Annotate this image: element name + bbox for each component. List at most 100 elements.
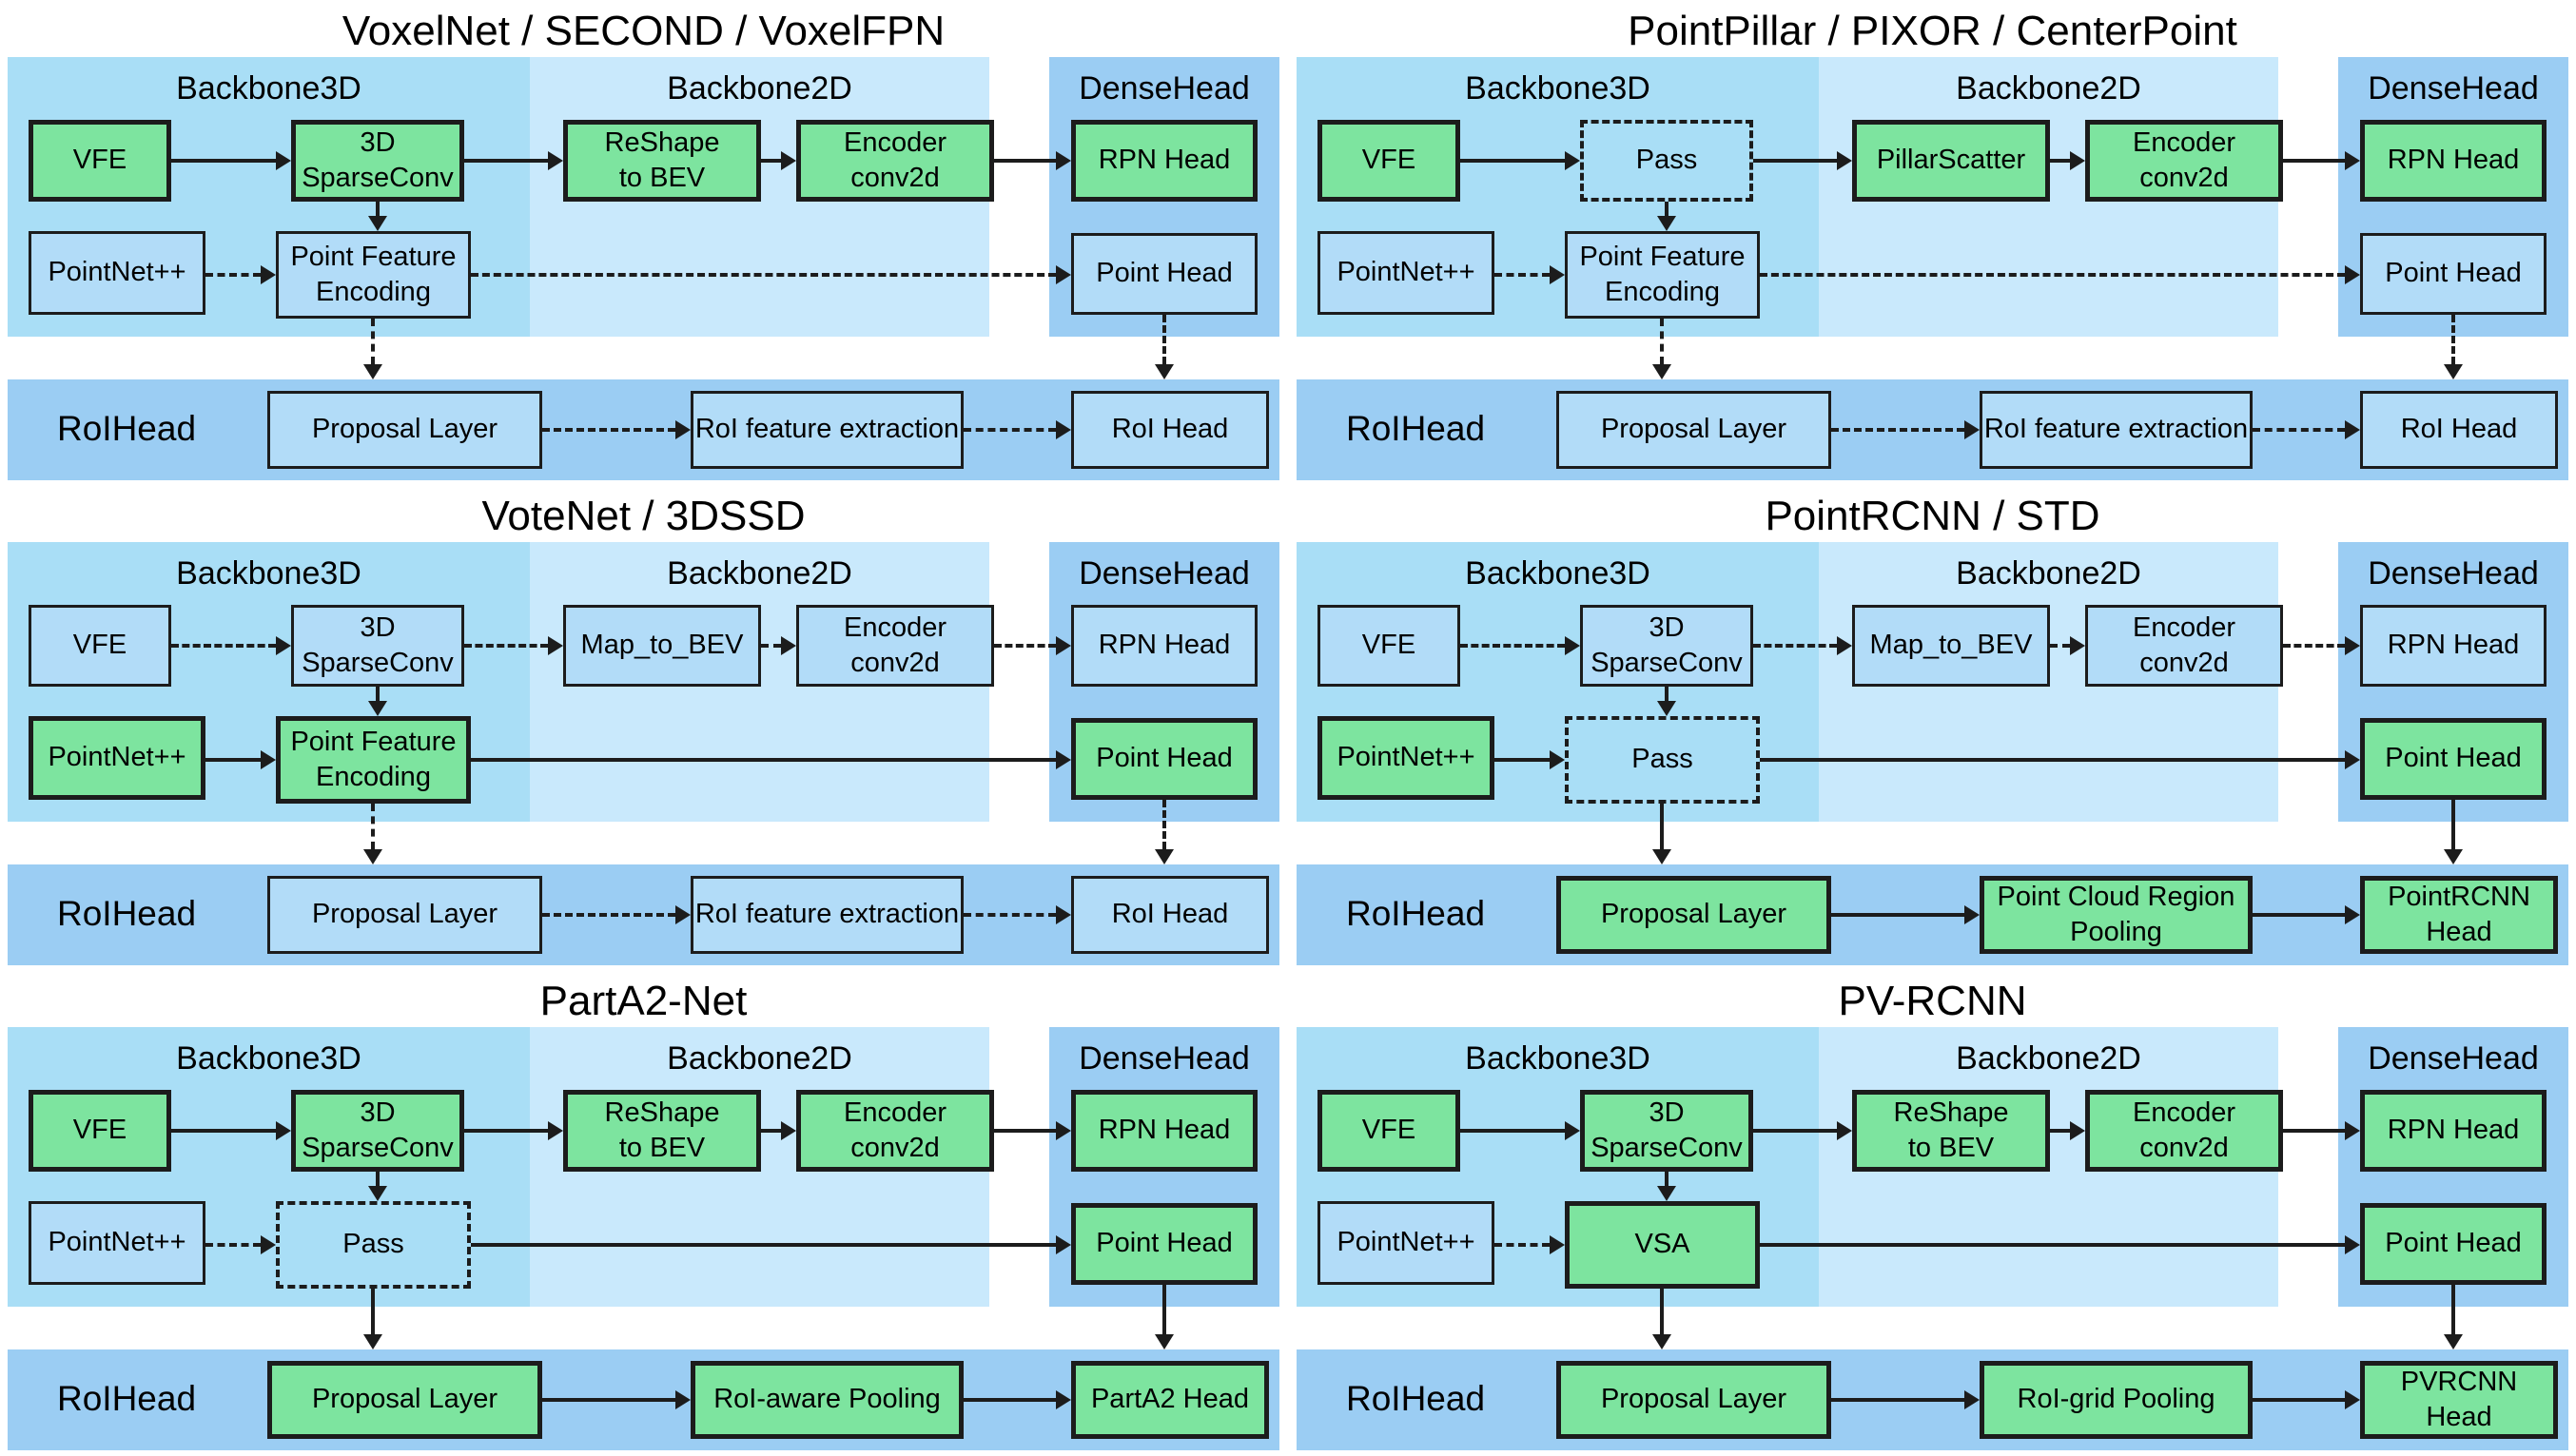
arrow-pfe-down-to-proposal xyxy=(1652,804,1671,864)
arrow-pooling-to-roi-head xyxy=(2253,905,2360,924)
box-rpn-head: RPN Head xyxy=(1071,605,1258,687)
box-encoder-conv2d: Encoder conv2d xyxy=(796,1090,994,1172)
label-roihead: RoIHead xyxy=(1346,409,1486,448)
arrow-encoder-to-rpn xyxy=(994,1121,1071,1140)
label-roihead: RoIHead xyxy=(1346,894,1486,933)
arrow-pfe-down-to-proposal xyxy=(363,804,382,864)
arrow-bev-to-encoder xyxy=(761,151,796,170)
box-vfe: VFE xyxy=(1317,1090,1460,1172)
arrow-pfe-to-point-head xyxy=(471,750,1071,769)
arrow-bev-to-encoder xyxy=(761,1121,796,1140)
arrow-point-head-down-to-roi-head xyxy=(2444,800,2463,864)
arrow-mid3d-down-to-pfe xyxy=(368,202,387,231)
arrow-point-head-down-to-roi-head xyxy=(2444,1285,2463,1349)
label-backbone3d: Backbone3D xyxy=(1465,1040,1650,1077)
arrow-pointnet-to-pfe xyxy=(205,265,276,284)
arrow-pointnet-to-pfe xyxy=(1494,1235,1565,1254)
label-backbone3d: Backbone3D xyxy=(176,1040,361,1077)
arrow-mid3d-down-to-pfe xyxy=(368,687,387,716)
arrow-pooling-to-roi-head xyxy=(964,1390,1071,1409)
box-pillar-scatter: PillarScatter xyxy=(1852,120,2050,202)
arrow-pfe-down-to-proposal xyxy=(363,319,382,379)
box-rpn-head: RPN Head xyxy=(1071,1090,1258,1172)
arrow-encoder-to-rpn xyxy=(2283,636,2360,655)
panel-voxelnet-second-voxelfpn: VoxelNet / SECOND / VoxelFPN Backbone3D … xyxy=(8,6,1279,486)
box-pointnet: PointNet++ xyxy=(29,716,205,800)
roihead-band: RoIHead Proposal Layer RoI-aware Pooling… xyxy=(8,1349,1279,1450)
arrow-proposal-to-pooling xyxy=(1831,905,1980,924)
box-point-feature-encoding: Point Feature Encoding xyxy=(1565,231,1760,319)
label-backbone3d: Backbone3D xyxy=(176,555,361,592)
arrow-proposal-to-pooling xyxy=(542,1390,691,1409)
box-pointnet: PointNet++ xyxy=(29,1201,205,1285)
box-pvrcnn-head: PVRCNN Head xyxy=(2360,1361,2558,1439)
label-densehead: DenseHead xyxy=(2368,70,2539,107)
arrow-vfe-to-mid3d xyxy=(1460,636,1580,655)
arrow-mid3d-down-to-pfe xyxy=(1657,687,1676,716)
label-roihead: RoIHead xyxy=(1346,1379,1486,1418)
box-roi-head: RoI Head xyxy=(2360,391,2558,469)
arrow-mid3d-to-bev xyxy=(1753,1121,1852,1140)
pipeline-block: Backbone3D Backbone2D DenseHead VFE 3D S… xyxy=(1297,1027,2568,1307)
arrow-pointnet-to-pfe xyxy=(205,1235,276,1254)
box-roi-grid-pooling: RoI-grid Pooling xyxy=(1980,1361,2253,1439)
label-backbone2d: Backbone2D xyxy=(667,1040,852,1077)
box-roi-pooling: RoI feature extraction xyxy=(1980,391,2253,469)
label-backbone2d: Backbone2D xyxy=(667,555,852,592)
box-pass: Pass xyxy=(276,1201,471,1289)
box-point-head: Point Head xyxy=(1071,1203,1258,1285)
arrow-encoder-to-rpn xyxy=(2283,1121,2360,1140)
box-point-head: Point Head xyxy=(2360,718,2547,800)
label-densehead: DenseHead xyxy=(1079,70,1250,107)
box-vfe: VFE xyxy=(1317,120,1460,202)
label-roihead: RoIHead xyxy=(57,894,197,933)
arrow-bev-to-encoder xyxy=(2050,1121,2085,1140)
box-proposal-layer: Proposal Layer xyxy=(267,391,542,469)
box-rpn-head: RPN Head xyxy=(1071,120,1258,202)
arrow-vfe-to-mid3d xyxy=(171,151,291,170)
box-to-bev: ReShape to BEV xyxy=(563,1090,761,1172)
arrow-vfe-to-mid3d xyxy=(171,1121,291,1140)
panel-title: PV-RCNN xyxy=(1838,978,2027,1024)
box-encoder-conv2d: Encoder conv2d xyxy=(2085,120,2283,202)
panel-parta2-net: PartA2-Net Backbone3D Backbone2D DenseHe… xyxy=(8,976,1279,1456)
roihead-band: RoIHead Proposal Layer RoI feature extra… xyxy=(8,379,1279,480)
arrow-mid3d-to-bev xyxy=(464,636,563,655)
box-pointnet: PointNet++ xyxy=(1317,1201,1494,1285)
roihead-band: RoIHead Proposal Layer RoI feature extra… xyxy=(1297,379,2568,480)
box-3d-sparseconv: 3D SparseConv xyxy=(291,1090,464,1172)
box-encoder-conv2d: Encoder conv2d xyxy=(796,120,994,202)
box-3d-sparseconv: 3D SparseConv xyxy=(1580,605,1753,687)
arrow-pooling-to-roi-head xyxy=(2253,420,2360,439)
panel-pointrcnn-std: PointRCNN / STD Backbone3D Backbone2D De… xyxy=(1297,491,2568,971)
box-vfe: VFE xyxy=(1317,605,1460,687)
roihead-band: RoIHead Proposal Layer Point Cloud Regio… xyxy=(1297,864,2568,965)
panel-pv-rcnn: PV-RCNN Backbone3D Backbone2D DenseHead … xyxy=(1297,976,2568,1456)
arrow-pointnet-to-pfe xyxy=(205,750,276,769)
arrow-point-head-down-to-roi-head xyxy=(2444,315,2463,379)
label-backbone3d: Backbone3D xyxy=(1465,70,1650,107)
arrow-pfe-to-point-head xyxy=(1760,750,2360,769)
arrow-pfe-to-point-head xyxy=(471,1235,1071,1254)
box-to-bev: ReShape to BEV xyxy=(563,120,761,202)
panel-title: VoxelNet / SECOND / VoxelFPN xyxy=(342,8,946,54)
box-rpn-head: RPN Head xyxy=(2360,1090,2547,1172)
box-point-head: Point Head xyxy=(2360,233,2547,315)
arrow-mid3d-to-bev xyxy=(1753,636,1852,655)
arrow-mid3d-to-bev xyxy=(464,1121,563,1140)
box-point-feature-encoding: Point Feature Encoding xyxy=(276,231,471,319)
arrow-pfe-to-point-head xyxy=(1760,265,2360,284)
arrow-pointnet-to-pfe xyxy=(1494,265,1565,284)
panel-votenet-3dssd: VoteNet / 3DSSD Backbone3D Backbone2D De… xyxy=(8,491,1279,971)
label-densehead: DenseHead xyxy=(2368,1040,2539,1077)
box-parta2-head: PartA2 Head xyxy=(1071,1361,1269,1439)
arrow-mid3d-down-to-pfe xyxy=(1657,1172,1676,1201)
arrow-encoder-to-rpn xyxy=(994,151,1071,170)
box-3d-sparseconv: 3D SparseConv xyxy=(1580,1090,1753,1172)
label-backbone2d: Backbone2D xyxy=(1956,1040,2141,1077)
box-map-to-bev: Map_to_BEV xyxy=(1852,605,2050,687)
box-to-bev: ReShape to BEV xyxy=(1852,1090,2050,1172)
panel-title: PartA2-Net xyxy=(539,978,748,1024)
box-encoder-conv2d: Encoder conv2d xyxy=(2085,605,2283,687)
arrow-bev-to-encoder xyxy=(2050,151,2085,170)
